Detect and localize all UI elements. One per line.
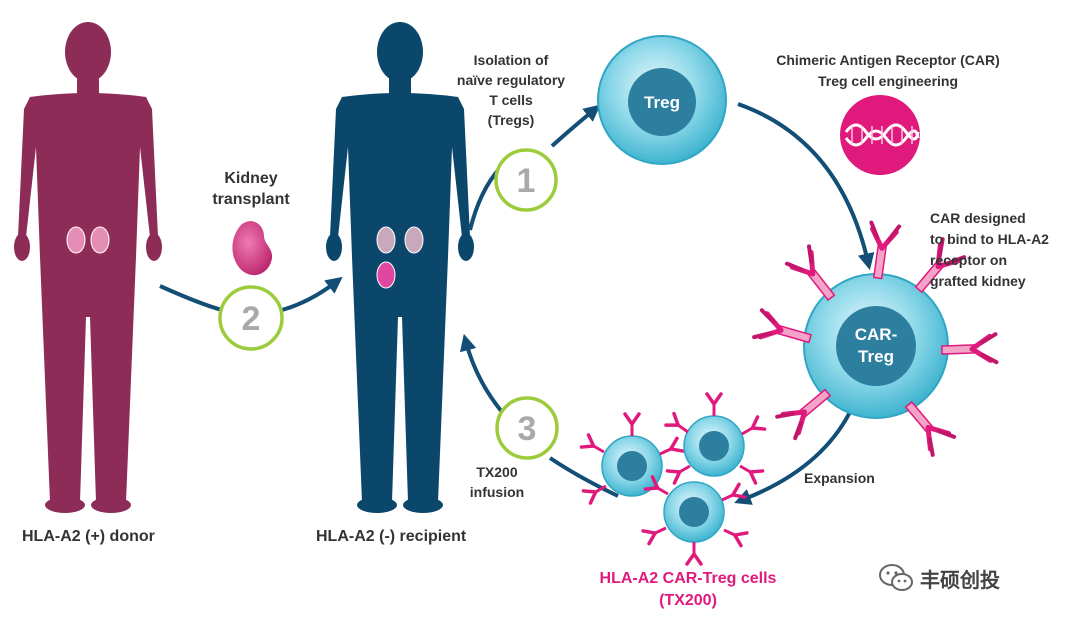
product-label: HLA-A2 CAR-Treg cells (TX200) xyxy=(570,568,806,612)
step-3-ring xyxy=(495,396,559,460)
engineering-arrow xyxy=(737,102,875,271)
car-designed-line2: to bind to HLA-A2 xyxy=(930,231,1049,247)
car-designed-label: CAR designed to bind to HLA-A2 receptor … xyxy=(930,208,1049,292)
car-designed-line4: grafted kidney xyxy=(930,273,1026,289)
car-designed-line1: CAR designed xyxy=(930,210,1026,226)
watermark-text: 丰硕创投 xyxy=(920,569,1000,592)
transplant-label-line2: transplant xyxy=(212,191,290,208)
car-treg-label-line2: Treg xyxy=(858,347,894,366)
donor-figure xyxy=(14,22,162,513)
isolation-label-line2: naïve regulatory xyxy=(456,72,566,88)
car-designed-line3: receptor on xyxy=(930,252,1008,268)
expansion-label: Expansion xyxy=(804,470,875,486)
watermark: 丰硕创投 xyxy=(878,563,1000,593)
donor-kidneys xyxy=(66,226,110,254)
expanded-cell-3 xyxy=(641,475,749,566)
infusion-label: TX200 infusion xyxy=(452,462,542,502)
recipient-kidneys xyxy=(376,226,424,289)
step-1-number: 1 xyxy=(517,162,536,200)
treg-cell-label: Treg xyxy=(644,93,680,112)
isolation-label-line4: (Tregs) xyxy=(487,112,535,128)
step-3-number: 3 xyxy=(518,410,537,448)
isolation-label-line3: T cells xyxy=(489,92,533,108)
car-treg-label-line1: CAR- xyxy=(855,325,898,344)
isolation-label: Isolation of naïve regulatory T cells (T… xyxy=(436,50,586,130)
dna-icon xyxy=(840,95,920,175)
product-label-line2: (TX200) xyxy=(659,592,717,609)
step-2-ring xyxy=(218,285,284,351)
recipient-label: HLA-A2 (-) recipient xyxy=(316,528,467,545)
engineering-label: Chimeric Antigen Receptor (CAR) Treg cel… xyxy=(752,50,1024,92)
expanded-cell-1 xyxy=(579,412,685,505)
step-2-number: 2 xyxy=(242,300,261,338)
expanded-cell-2 xyxy=(664,392,767,485)
donor-label: HLA-A2 (+) donor xyxy=(22,528,155,545)
product-label-line1: HLA-A2 CAR-Treg cells xyxy=(599,570,777,587)
transplant-label: Kidney transplant xyxy=(196,168,306,210)
car-treg-cell xyxy=(803,273,949,419)
wechat-icon xyxy=(879,564,913,591)
infusion-label-line2: infusion xyxy=(469,484,525,500)
expansion-arrow xyxy=(734,411,852,505)
transplant-arrow xyxy=(159,282,336,312)
engineering-label-line2: Treg cell engineering xyxy=(817,73,959,89)
engineering-label-line1: Chimeric Antigen Receptor (CAR) xyxy=(776,52,1000,68)
transplant-kidney-icon xyxy=(232,221,273,276)
infusion-label-line1: TX200 xyxy=(476,464,518,480)
isolation-label-line1: Isolation of xyxy=(473,52,549,68)
infusion-arrow xyxy=(466,342,619,498)
treg-cell xyxy=(597,35,727,165)
step-1-ring xyxy=(494,148,558,212)
transplant-label-line1: Kidney xyxy=(224,170,278,187)
